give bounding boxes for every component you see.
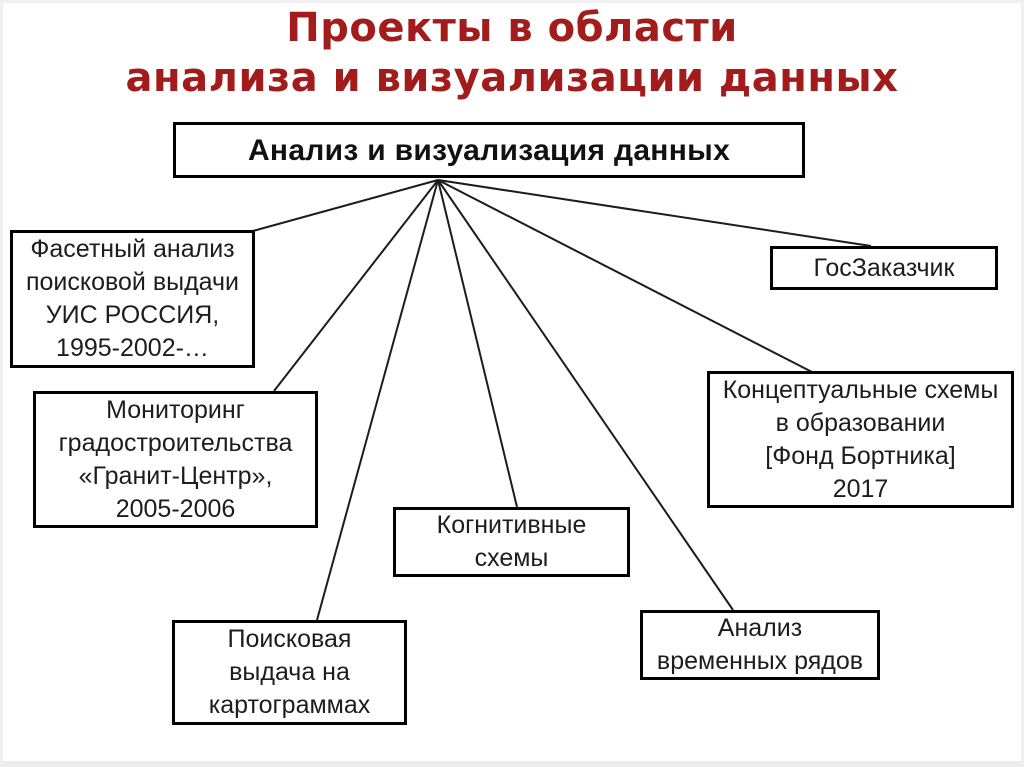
node-conceptual-line: Концептуальные схемы	[722, 375, 999, 404]
node-search-cartograms: Поисковая выдача на картограммах	[172, 620, 407, 725]
edge-root-cognitive	[437, 179, 518, 508]
node-facet-analysis: Фасетный анализ поисковой выдачи УИС РОС…	[10, 230, 255, 368]
node-cartograms-line: картограммах	[208, 691, 371, 719]
node-cognitive-line: схемы	[474, 544, 549, 572]
edge-root-customer	[437, 179, 872, 247]
node-timeseries-line: временных рядов	[656, 647, 864, 675]
node-root-label: Анализ и визуализация данных	[247, 133, 731, 167]
slide-title: Проекты в области анализа и визуализации…	[0, 3, 1024, 103]
node-conceptual-line: [Фонд Бортника]	[765, 441, 956, 470]
edge-root-facet	[252, 179, 439, 232]
edge-root-monitoring	[273, 179, 439, 392]
node-timeseries-analysis: Анализ временных рядов	[640, 610, 880, 680]
node-conceptual-schemas: Концептуальные схемы в образовании [Фонд…	[707, 371, 1014, 508]
node-cognitive-line: Когнитивные	[436, 511, 587, 539]
node-timeseries-line: Анализ	[717, 614, 803, 642]
node-facet-line: 1995-2002-…	[56, 334, 209, 362]
node-customer-line: ГосЗаказчик	[813, 253, 955, 282]
node-root: Анализ и визуализация данных	[173, 122, 805, 178]
edge-root-conceptual	[437, 179, 813, 373]
node-monitoring-line: градостроительства	[58, 428, 293, 457]
node-facet-line: УИС РОССИЯ,	[45, 301, 220, 329]
node-monitoring: Мониторинг градостроительства «Гранит-Це…	[33, 391, 318, 528]
node-gos-customer: ГосЗаказчик	[770, 246, 998, 290]
node-conceptual-line: в образовании	[775, 408, 946, 437]
node-cartograms-line: Поисковая	[227, 625, 352, 653]
edge-root-timeseries	[437, 179, 734, 611]
node-cognitive-schemas: Когнитивные схемы	[393, 507, 630, 577]
node-conceptual-line: 2017	[832, 474, 889, 503]
slide-title-line1: Проекты в области	[286, 5, 738, 51]
node-monitoring-line: «Гранит-Центр»,	[78, 461, 273, 490]
slide-title-line2: анализа и визуализации данных	[125, 55, 899, 101]
edge-root-cartograms	[316, 179, 439, 621]
node-cartograms-line: выдача на	[229, 658, 350, 686]
node-monitoring-line: 2005-2006	[115, 494, 236, 523]
node-facet-line: Фасетный анализ	[30, 235, 235, 263]
node-monitoring-line: Мониторинг	[106, 395, 245, 424]
node-facet-line: поисковой выдачи	[25, 268, 240, 296]
